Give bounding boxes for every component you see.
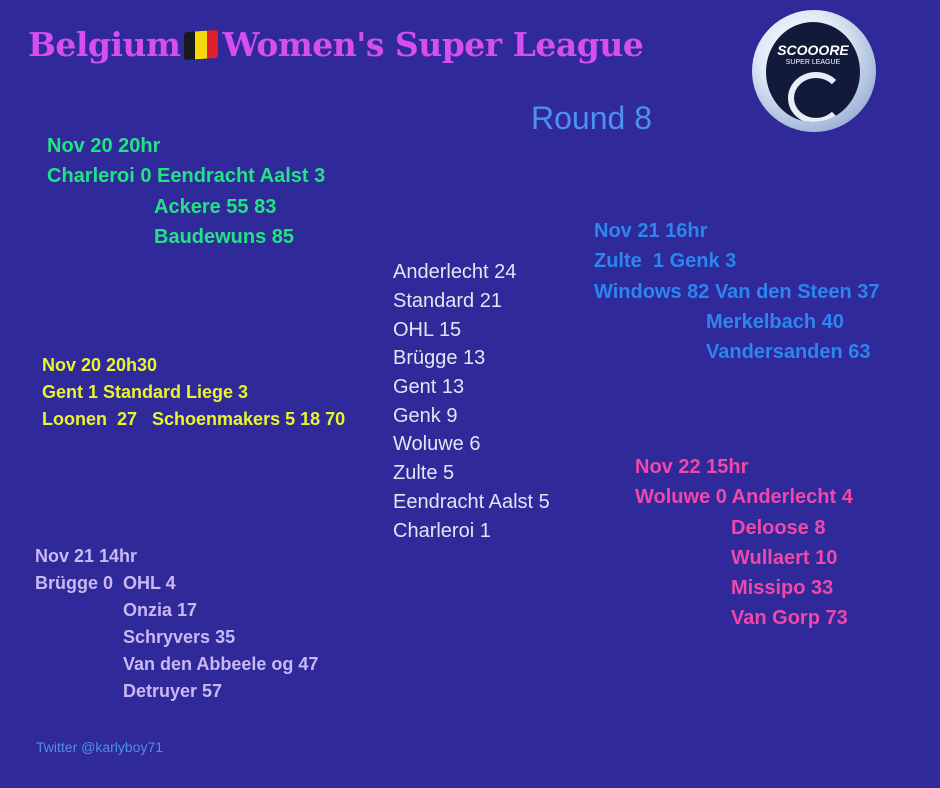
standings-row: Woluwe 6 — [393, 433, 481, 455]
goal-scorer: Detruyer 57 — [123, 681, 223, 701]
goal-scorer: Schryvers 35 — [123, 627, 236, 647]
standings-row: Zulte 5 — [393, 462, 455, 484]
goal-scorer: Missipo 33 — [731, 577, 834, 599]
standings-row: Eendracht Aalst 5 — [393, 491, 550, 513]
page-title: Belgium Women's Super League — [28, 25, 644, 64]
match-score: Gent 1 Standard Liege 3 — [42, 382, 249, 402]
scooore-super-league-logo: SCOOORE SUPER LEAGUE — [752, 10, 876, 132]
round-label: Round 8 — [531, 100, 652, 136]
goal-scorer: Merkelbach 40 — [706, 311, 844, 333]
goal-scorers: Loonen 27 Schoenmakers 5 18 70 — [42, 409, 346, 429]
match-score: Charleroi 0 Eendracht Aalst 3 — [47, 165, 326, 187]
goal-scorer: Onzia 17 — [123, 600, 198, 620]
logo-sub: SUPER LEAGUE — [785, 59, 841, 66]
title-right: Women's Super League — [222, 25, 644, 64]
goal-scorer: Van Gorp 73 — [731, 607, 848, 629]
logo-s-mark — [788, 72, 844, 122]
standings-row: Gent 13 — [393, 376, 465, 398]
match-date: Nov 21 14hr — [35, 546, 138, 566]
match-score: Brügge 0 OHL 4 — [35, 573, 176, 593]
goal-scorer: Ackere 55 83 — [154, 196, 277, 218]
match-date: Nov 22 15hr — [635, 456, 749, 478]
standings-row: Charleroi 1 — [393, 520, 491, 542]
belgium-flag-icon — [184, 29, 219, 61]
standings-row: Brügge 13 — [393, 347, 486, 369]
goal-scorers: Windows 82 Van den Steen 37 — [594, 281, 880, 303]
match-date: Nov 20 20hr — [47, 135, 161, 157]
match-score: Zulte 1 Genk 3 — [594, 250, 737, 272]
standings-row: Genk 9 — [393, 405, 458, 427]
standings-row: Standard 21 — [393, 290, 502, 312]
match-date: Nov 20 20h30 — [42, 355, 158, 375]
goal-scorer: Vandersanden 63 — [706, 341, 871, 363]
title-left: Belgium — [28, 25, 181, 64]
goal-scorer: Wullaert 10 — [731, 547, 838, 569]
match-score: Woluwe 0 Anderlecht 4 — [635, 486, 853, 508]
twitter-handle: Twitter @karlyboy71 — [36, 739, 164, 755]
standings-row: Anderlecht 24 — [393, 261, 517, 283]
standings-row: OHL 15 — [393, 319, 462, 341]
goal-scorer: Baudewuns 85 — [154, 226, 295, 248]
match-date: Nov 21 16hr — [594, 220, 708, 242]
logo-brand: SCOOORE — [777, 42, 849, 58]
goal-scorer: Deloose 8 — [731, 517, 826, 539]
goal-scorer: Van den Abbeele og 47 — [123, 654, 319, 674]
